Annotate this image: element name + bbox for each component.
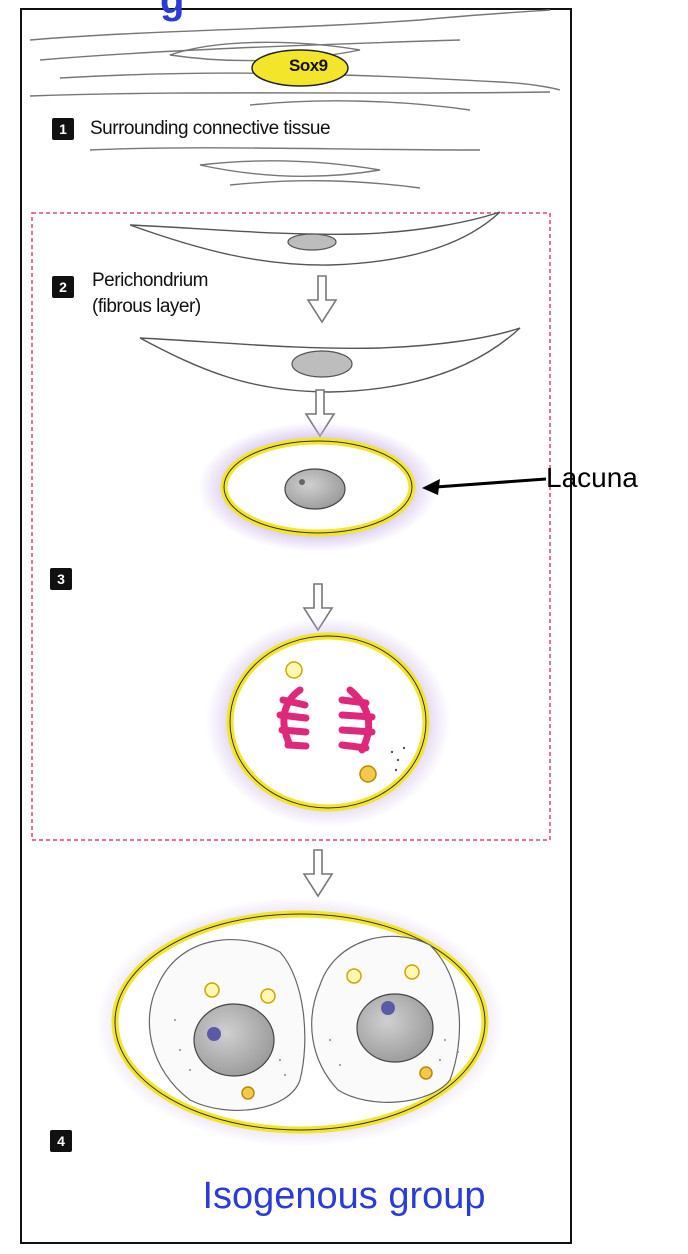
lacuna-label: Lacuna [546, 462, 638, 494]
step-1-label: Surrounding connective tissue [90, 118, 330, 140]
step-badge-4: 4 [50, 1130, 72, 1152]
dividing-cell [206, 617, 450, 827]
step-badge-3: 3 [50, 568, 72, 590]
isogenous-group-caption: Isogenous group [0, 1175, 688, 1218]
sox9-label: Sox9 [289, 56, 328, 76]
chondroblast-cell [198, 422, 438, 552]
step-badge-2: 2 [52, 276, 74, 298]
perichondrium-cell-2 [140, 328, 520, 392]
connective-tissue-cells [30, 10, 560, 188]
down-arrow-icon [308, 276, 336, 322]
step-badge-1: 1 [52, 118, 74, 140]
lacuna-pointer [422, 479, 546, 495]
perichondrium-cell-1 [130, 212, 500, 265]
step-2-label-line2: (fibrous layer) [92, 296, 201, 318]
down-arrow-icon [304, 850, 332, 896]
step-2-label-line1: Perichondrium [92, 270, 208, 292]
title-fragment: g [160, 0, 184, 23]
isogenous-group-cells [95, 897, 505, 1147]
